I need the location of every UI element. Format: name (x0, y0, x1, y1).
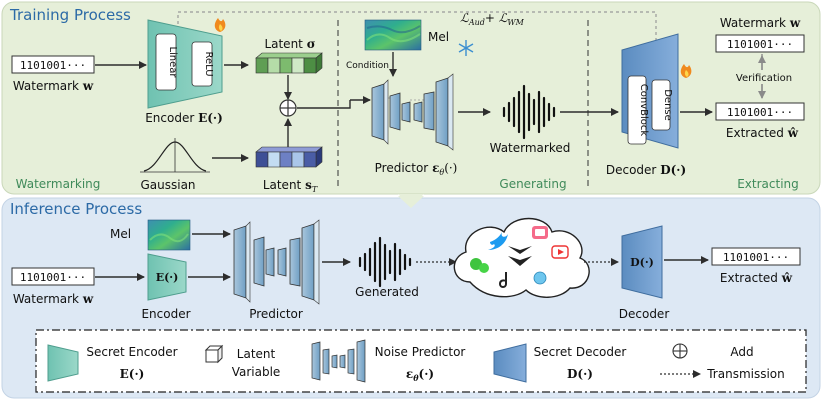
mel-spectrogram-image (364, 19, 422, 51)
extracted-bits-box (715, 102, 805, 121)
extracted-label: Extracted ŵ (726, 126, 799, 140)
inf-predictor-shape (233, 219, 320, 305)
extracted-bits: 1101001··· (727, 106, 793, 119)
legend-secret-decoder: Secret Decoder (534, 345, 627, 359)
decoder-convblock-block (627, 75, 647, 145)
latent-s-label: Latent sT (263, 178, 318, 194)
watermarked-label: Watermarked (490, 141, 571, 155)
encoder-linear-label: Linear (167, 46, 178, 78)
fire-icon-decoder (680, 64, 692, 78)
legend-box (35, 329, 807, 393)
decoder-label: Decoder D(·) (606, 163, 686, 177)
generated-label: Generated (355, 285, 419, 299)
tiktok-icon (498, 272, 507, 288)
gaussian-label: Gaussian (140, 178, 195, 192)
fire-icon (214, 18, 226, 32)
watermark-bits-box (11, 55, 95, 74)
legend-variable: Variable (232, 365, 281, 379)
encoder-relu-label: ReLU (203, 51, 214, 76)
bilibili-icon (532, 226, 548, 239)
qq-icon (533, 271, 547, 285)
inf-extracted-bits: 1101001··· (723, 251, 789, 264)
inf-mel-spectrogram-image (147, 219, 191, 251)
loss-label: ℒAud+ ℒWM (460, 11, 524, 27)
legend-add-icon (672, 343, 688, 359)
encoder-label: Encoder E(·) (145, 111, 223, 125)
wm-out-bits-box (715, 34, 805, 53)
legend-add: Add (730, 345, 753, 359)
inf-decoder-label: Decoder (619, 307, 670, 321)
share-arrows-icon (508, 246, 532, 266)
inf-watermark-label: Watermark w (13, 292, 94, 306)
encoder-linear-block (155, 33, 177, 91)
verification-bg (728, 70, 796, 84)
add-icon (279, 99, 297, 117)
inf-encoder-symbol: E(·) (156, 271, 179, 284)
legend-predictor-symbol: εθ(·) (406, 367, 434, 383)
encoder-relu-block (191, 41, 213, 87)
inf-decoder-symbol: D(·) (630, 256, 654, 269)
panel-notch-overlay (398, 196, 424, 208)
inf-decoder-shape (621, 225, 663, 299)
latent-s-cubes (255, 146, 323, 168)
latent-sigma-cubes (255, 52, 323, 74)
legend-decoder-icon (493, 343, 527, 383)
condition-label: Condition (346, 61, 389, 71)
wechat-icon (470, 258, 489, 273)
twitter-icon (488, 232, 508, 250)
snowflake-icon (458, 40, 474, 56)
legend-secret-encoder: Secret Encoder (86, 345, 177, 359)
inf-watermark-bits: 1101001··· (20, 271, 86, 284)
legend-encoder-symbol: E(·) (120, 367, 145, 381)
inf-predictor-label: Predictor (249, 307, 303, 321)
watermark-bits: 1101001··· (20, 59, 86, 72)
legend-latent: Latent (237, 347, 276, 361)
latent-sigma-label: Latent σ (264, 37, 315, 51)
wm-out-bits: 1101001··· (727, 38, 793, 51)
inf-encoder-label: Encoder (141, 307, 190, 321)
legend-noise-predictor: Noise Predictor (375, 345, 466, 359)
inference-title: Inference Process (10, 200, 142, 218)
training-title: Training Process (9, 6, 131, 24)
mel-label: Mel (428, 30, 449, 44)
youtube-icon (551, 245, 569, 259)
inf-extracted-label: Extracted ŵ (720, 271, 793, 285)
stage-watermarking: Watermarking (16, 177, 101, 191)
legend-transmission: Transmission (706, 367, 785, 381)
legend-decoder-symbol: D(·) (567, 367, 593, 381)
verification-label: Verification (736, 73, 792, 84)
gaussian-curve (140, 138, 210, 173)
watermark-label: Watermark w (13, 79, 94, 93)
legend-encoder-icon (47, 344, 79, 382)
cloud-platform (453, 217, 590, 298)
decoder-dense-block (651, 79, 671, 131)
stage-extracting: Extracting (737, 177, 799, 191)
legend-cube-icon (204, 344, 224, 364)
predictor-label: Predictor εθ(·) (375, 161, 458, 177)
arrow-add-predictor (297, 100, 351, 109)
generated-waveform (358, 236, 412, 288)
loss-feedback-line (177, 11, 657, 40)
inf-watermark-bits-box (11, 267, 95, 286)
inf-mel-label: Mel (110, 227, 131, 241)
inf-extracted-bits-box (711, 247, 801, 266)
legend-predictor-icon (311, 339, 366, 383)
wm-out-label: Watermark w (720, 16, 801, 30)
predictor-shape (371, 73, 454, 151)
watermarked-waveform (502, 84, 556, 140)
inf-encoder-shape (147, 253, 187, 301)
decoder-dense-label: Dense (662, 89, 673, 121)
stage-generating: Generating (499, 177, 566, 191)
decoder-convblock-label: ConvBlock (638, 84, 649, 137)
